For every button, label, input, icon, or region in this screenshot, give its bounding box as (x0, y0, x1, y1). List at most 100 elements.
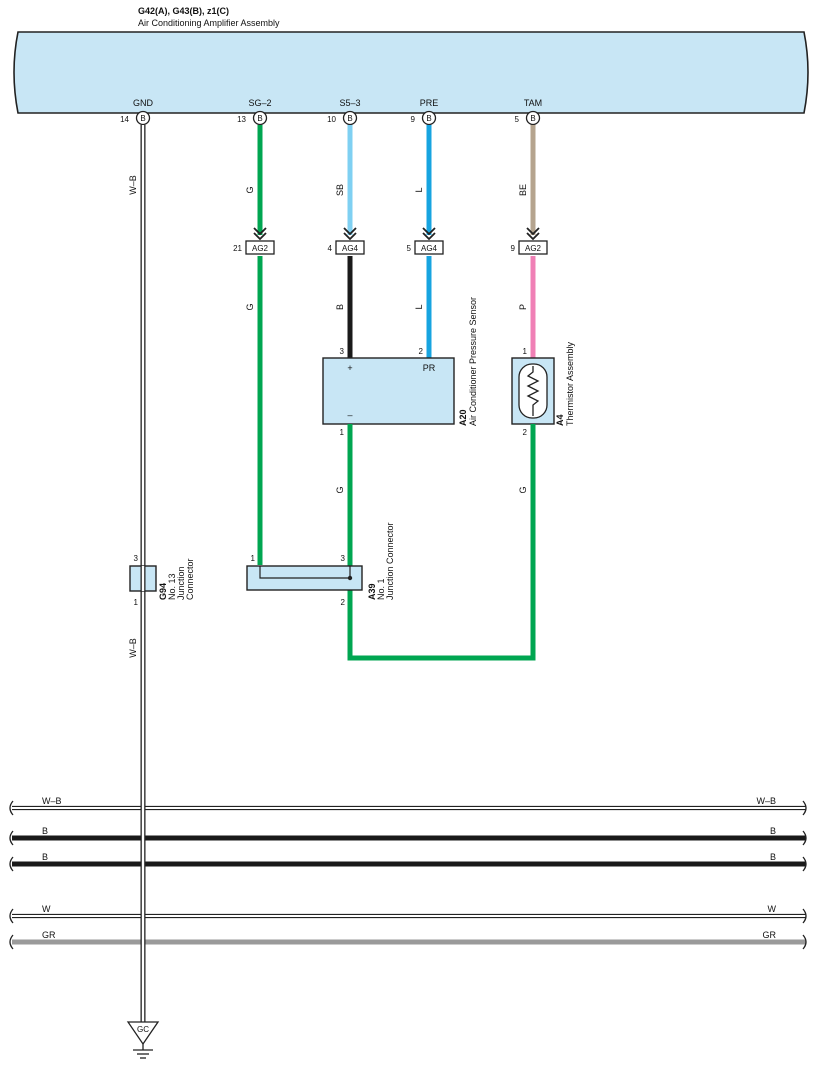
bus-label-right: B (770, 852, 776, 862)
connector-code: AG4 (421, 244, 438, 253)
wire-break-icon (9, 856, 14, 872)
ecu-codes: G42(A), G43(B), z1(C) (138, 6, 229, 16)
wire-label-s53-lower: B (335, 304, 345, 310)
thermistor-name: Thermistor Assembly (565, 341, 575, 426)
wire-break-icon (802, 934, 807, 950)
terminal-name: GND (133, 98, 154, 108)
junction-connector-g94: 3 1 (129, 554, 157, 607)
bus-label-left: W–B (42, 796, 62, 806)
g94-line2: Junction (176, 566, 186, 600)
ecu-name: Air Conditioning Amplifier Assembly (138, 18, 280, 28)
connector-pin: 21 (233, 244, 242, 253)
a39-pin-right: 3 (341, 554, 346, 563)
bus-label-left: W (42, 904, 51, 914)
terminal-side: B (140, 114, 145, 123)
wire-label-tam-upper: BE (518, 184, 528, 196)
terminal-pin: 5 (515, 115, 520, 124)
ecu-terminal-s53: S5–3 10 B (327, 98, 361, 126)
terminal-name: SG–2 (248, 98, 271, 108)
wire-break-icon (802, 800, 807, 816)
g94-pin-top: 3 (134, 554, 139, 563)
wire-break-icon (802, 830, 807, 846)
terminal-side: B (257, 114, 262, 123)
sensor-minus-label: – (347, 410, 352, 420)
wire-break-icon (9, 830, 14, 846)
resistor-zigzag-icon (526, 366, 540, 416)
sensor-pin-plus: 3 (340, 347, 345, 356)
sensor-code: A20 (458, 409, 468, 426)
thermistor-pin-bottom: 2 (523, 428, 528, 437)
wire-break-icon (802, 856, 807, 872)
bus-label-right: GR (763, 930, 777, 940)
inline-connector-ag4-s53: AG4 4 (328, 227, 365, 255)
a39-pin-left: 1 (251, 554, 256, 563)
terminal-pin: 9 (411, 115, 416, 124)
inline-connector-ag2-tam: AG2 9 (511, 227, 548, 255)
terminal-name: PRE (420, 98, 439, 108)
inline-connector-ag2-sg2: AG2 21 (233, 227, 275, 255)
connector-code: AG4 (342, 244, 359, 253)
a39-line2: Junction Connector (385, 522, 395, 600)
g94-pin-bottom: 1 (134, 598, 139, 607)
wire-ground-return (347, 424, 536, 661)
ecu-terminal-tam: TAM 5 B (515, 98, 542, 126)
terminal-name: S5–3 (339, 98, 360, 108)
bus-label-right: B (770, 826, 776, 836)
connector-pin: 5 (407, 244, 412, 253)
sensor-pin-minus: 1 (340, 428, 345, 437)
junction-connector-a39: 1 3 2 (246, 554, 363, 607)
bus-wire: W–B W–B (9, 796, 807, 816)
a39-line1: No. 1 (376, 578, 386, 600)
a39-pin-bottom: 2 (341, 598, 346, 607)
bus-label-left: B (42, 826, 48, 836)
thermistor-code: A4 (555, 414, 565, 426)
connector-pin: 4 (328, 244, 333, 253)
thermistor-a4: 1 2 (511, 347, 555, 437)
wire-label-pre-upper: L (414, 187, 424, 192)
inline-connector-ag4-pre: AG4 5 (407, 227, 444, 255)
wire-label-s53-upper: SB (335, 184, 345, 196)
bus-label-right: W–B (756, 796, 776, 806)
g94-line3: Connector (185, 558, 195, 600)
wire-label-tam-lower: P (518, 304, 528, 310)
wire-break-icon (9, 908, 14, 924)
ground-code: GC (137, 1025, 149, 1034)
bus-label-left: B (42, 852, 48, 862)
g94-code: G94 (158, 583, 168, 600)
wire-label-sg2-lower: G (245, 303, 255, 310)
ecu-terminal-sg2: SG–2 13 B (237, 98, 272, 126)
connector-pin: 9 (511, 244, 516, 253)
terminal-side: B (426, 114, 431, 123)
connector-code: AG2 (525, 244, 542, 253)
wire-break-icon (9, 934, 14, 950)
a39-code: A39 (367, 583, 377, 600)
ecu-terminal-gnd: GND 14 B (120, 98, 154, 126)
sensor-pr-label: PR (423, 363, 436, 373)
wire-label-sg2-upper: G (245, 186, 255, 193)
wire-break-icon (9, 800, 14, 816)
wire-label-pre-lower: L (414, 304, 424, 309)
terminal-pin: 10 (327, 115, 336, 124)
ecu-body (13, 31, 809, 114)
wire-label-a4-out: G (518, 486, 528, 493)
thermistor-pin-top: 1 (523, 347, 528, 356)
sensor-pin-pr: 2 (419, 347, 424, 356)
terminal-side: B (347, 114, 352, 123)
bus-label-right: W (768, 904, 777, 914)
sensor-plus-label: + (347, 363, 352, 373)
terminal-side: B (530, 114, 535, 123)
pressure-sensor-a20: 3 2 + PR – 1 (322, 347, 455, 437)
bus-label-left: GR (42, 930, 56, 940)
connector-code: AG2 (252, 244, 269, 253)
wire-label-a20-out: G (335, 486, 345, 493)
wire-break-icon (802, 908, 807, 924)
bus-wire: GR GR (9, 930, 807, 950)
wire-label-gnd-lower: W–B (128, 638, 138, 658)
ecu-terminal-pre: PRE 9 B (411, 98, 439, 126)
terminal-pin: 14 (120, 115, 129, 124)
ground-symbol: GC (126, 1021, 160, 1059)
